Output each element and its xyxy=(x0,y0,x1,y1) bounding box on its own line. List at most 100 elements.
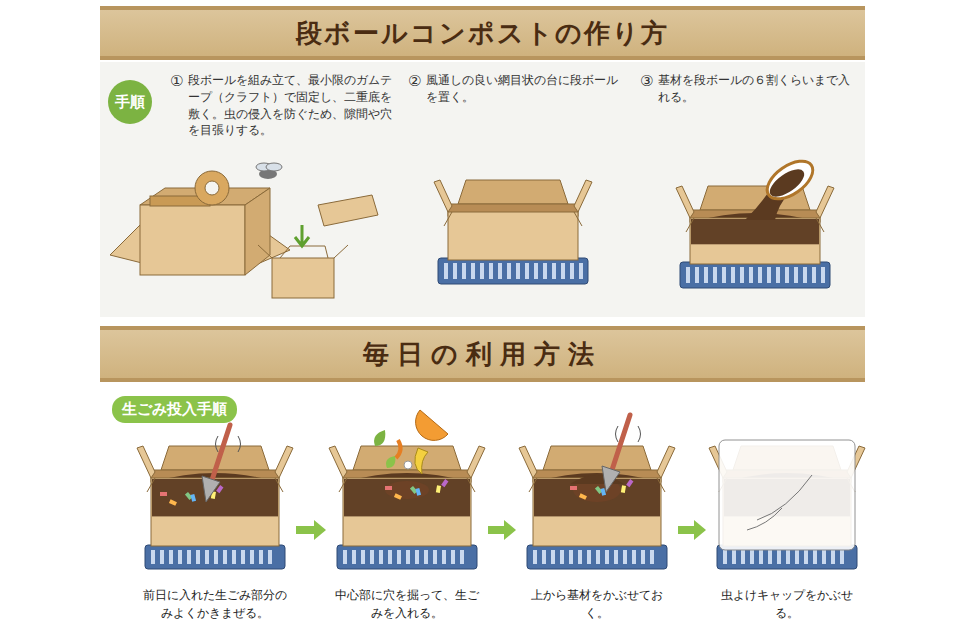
mesh-slot xyxy=(534,263,538,279)
step-text: 風通しの良い網目状の台に段ボールを置く。 xyxy=(426,72,630,106)
mesh-slot xyxy=(232,550,236,564)
food-scrap xyxy=(579,493,587,500)
food-scrap xyxy=(441,479,448,487)
label-text: 前日に入れた生ごみ部分のみよくかきまぜる。 xyxy=(139,587,291,622)
green-leaf xyxy=(386,456,395,468)
box-flap xyxy=(574,180,592,212)
mesh-slot xyxy=(821,267,825,283)
mesh-slot xyxy=(241,550,245,564)
mesh-slot xyxy=(268,550,272,564)
mesh-slot xyxy=(453,263,457,279)
bowl xyxy=(761,154,820,207)
mesh-slot xyxy=(722,267,726,283)
insert-arrow xyxy=(295,225,309,246)
mesh-slot xyxy=(462,263,466,279)
food-scrap xyxy=(621,485,626,493)
title-banner: 段ボールコンポストの作り方 xyxy=(100,6,865,60)
mesh-slot xyxy=(361,550,365,564)
mesh-slot xyxy=(516,263,520,279)
mesh-stand xyxy=(438,258,588,284)
mesh-slot xyxy=(451,550,455,564)
mesh-slot xyxy=(749,267,753,283)
box-front xyxy=(448,212,578,260)
step-text: 基材を段ボールの６割くらいまで入れる。 xyxy=(658,72,858,106)
mesh-slot xyxy=(460,550,464,564)
procedure-panel: 前日に入れた生ごみ部分のみよくかきまぜる。 xyxy=(135,430,295,626)
mesh-slot xyxy=(552,263,556,279)
mesh-slot xyxy=(803,267,807,283)
mesh-slot xyxy=(424,550,428,564)
mesh-slot xyxy=(223,550,227,564)
mesh-slot xyxy=(196,550,200,564)
section-ground xyxy=(100,62,865,317)
mesh-slot xyxy=(777,550,781,564)
mesh-slot xyxy=(596,550,600,564)
food-pile xyxy=(385,481,429,499)
procedure-panel: 中心部に穴を掘って、生ごみを入れる。 xyxy=(327,430,487,626)
food-scrap xyxy=(160,492,167,496)
mesh-slot xyxy=(741,550,745,564)
mesh-slot xyxy=(759,550,763,564)
soil xyxy=(691,219,819,244)
step-number: ① xyxy=(170,72,183,90)
step-badge: 手順 xyxy=(108,80,152,124)
green-leaf xyxy=(374,430,385,446)
step-number: ② xyxy=(408,72,421,90)
procedure-panel: 上から基材をかぶせておく。 xyxy=(517,430,677,626)
box-flap xyxy=(458,180,568,204)
box-front xyxy=(343,478,471,546)
mesh-stand xyxy=(527,545,667,569)
mesh-slot xyxy=(578,550,582,564)
mesh-slot xyxy=(525,263,529,279)
mesh-slot xyxy=(795,550,799,564)
mesh-slot xyxy=(533,550,537,564)
mesh-slot xyxy=(831,550,835,564)
step-box: ① 段ボールを組み立て、最小限のガムテープ（クラフト）で固定し、二重底を敷く。虫の… xyxy=(166,70,406,141)
mesh-slot xyxy=(623,550,627,564)
mesh-slot xyxy=(740,267,744,283)
mesh-stand xyxy=(680,262,830,288)
procedure-panel: 虫よけキャップをかぶせる。 xyxy=(707,430,867,626)
mesh-slot xyxy=(813,550,817,564)
tape-hole xyxy=(205,181,219,195)
box-side xyxy=(245,188,270,275)
box-flap xyxy=(329,446,347,478)
mesh-slot xyxy=(786,550,790,564)
mesh-slot xyxy=(767,267,771,283)
box-flap xyxy=(543,446,651,470)
food-scrap xyxy=(626,479,633,487)
box-front xyxy=(140,205,245,275)
mesh-slot xyxy=(695,267,699,283)
mesh-slot xyxy=(442,550,446,564)
tape-roll xyxy=(195,171,229,205)
mesh-slot xyxy=(370,550,374,564)
mesh-slot xyxy=(569,550,573,564)
shovel-handle xyxy=(212,425,230,480)
mesh-slot xyxy=(187,550,191,564)
box-flap xyxy=(444,212,582,226)
mesh-slot xyxy=(731,267,735,283)
mesh-stand xyxy=(337,545,477,569)
mesh-slot xyxy=(632,550,636,564)
mesh-slot xyxy=(388,550,392,564)
mesh-slot xyxy=(415,550,419,564)
flow-arrow xyxy=(296,526,314,534)
mesh-slot xyxy=(471,263,475,279)
bug-wing xyxy=(266,163,282,171)
mesh-slot xyxy=(804,550,808,564)
mesh-slot xyxy=(205,550,209,564)
step-number: ③ xyxy=(640,72,653,90)
section-tag: 生ごみ投入手順 xyxy=(112,396,237,423)
mesh-slot xyxy=(704,267,708,283)
box-flap xyxy=(676,186,694,218)
step-text: 段ボールを組み立て、最小限のガムテープ（クラフト）で固定し、二重底を敷く。虫の侵… xyxy=(188,72,402,139)
box-front xyxy=(533,478,661,546)
board xyxy=(318,195,378,226)
food-scrap xyxy=(394,493,402,500)
mesh-slot xyxy=(397,550,401,564)
mesh-slot xyxy=(352,550,356,564)
flow-arrow xyxy=(678,526,694,534)
label-text: 上から基材をかぶせておく。 xyxy=(521,587,673,622)
